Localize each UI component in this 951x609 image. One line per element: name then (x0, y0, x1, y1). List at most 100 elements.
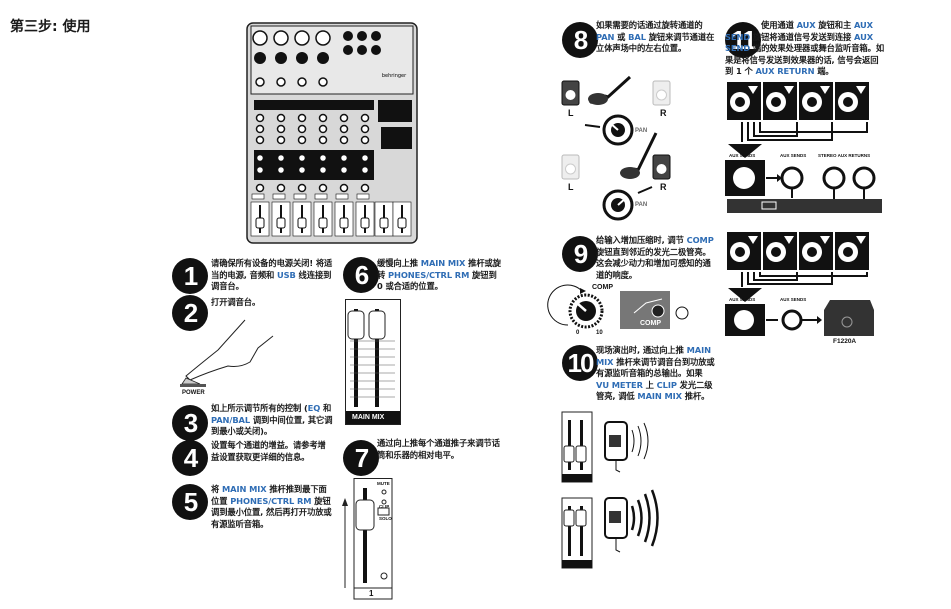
channel-knob-icon (318, 165, 328, 175)
fader-knob-icon (339, 217, 349, 229)
channel-knob-icon (318, 113, 328, 123)
step-2-text: 打开调音台。 (211, 297, 333, 309)
channel-knob-icon (318, 183, 328, 193)
channel-knob-icon (339, 183, 349, 193)
step-text-segment: 请确保所有设备的电源关闭! 将适当的电源, 音频和 (211, 258, 333, 280)
highlighted-term: PAN/BAL (211, 414, 251, 425)
fader-knob-icon (379, 217, 389, 229)
channel-knob-icon (255, 183, 265, 193)
jack-input-icon (371, 31, 381, 41)
highlighted-term: AUX SEND (725, 20, 873, 42)
step-text-segment: 使用通道 (761, 20, 797, 30)
right-label-1: R (660, 108, 667, 118)
step-1-text: 请确保所有设备的电源关闭! 将适当的电源, 音频和 USB 线连接到调音台。 (211, 258, 333, 293)
solo-triangle-icon (784, 86, 794, 94)
channel-knob-icon (339, 153, 349, 163)
channel-knob-icon (297, 183, 307, 193)
jack-input-icon (254, 52, 266, 64)
step-text-segment: 推杆或旋转 (377, 258, 501, 280)
speaker-model-label: F1220A (833, 338, 857, 345)
channel-knob-icon (360, 165, 370, 175)
fader-knob-icon (255, 217, 265, 229)
step-7-text: 通过向上推每个通道推子来调节话筒和乐器的相对电平。 (377, 438, 502, 461)
channel-knob-icon (360, 113, 370, 123)
jack-input-icon (357, 45, 367, 55)
solo-label: SOLO (379, 516, 392, 521)
step-text-segment: 发光二级管亮, 调低 (596, 379, 713, 402)
solo-triangle-icon (748, 86, 758, 94)
fader-knob-icon (297, 217, 307, 229)
channel-knob-icon (297, 135, 307, 145)
step-text-segment: 旋钮调到最小位置, 然后再打开功放或有源监听音箱。 (211, 495, 332, 529)
comp-knob-label: COMP (592, 284, 613, 291)
step-badge-11: 11 (725, 22, 761, 58)
step-text-segment: 端。 (814, 66, 834, 76)
step-text-segment: 端的效果处理器或舞台监听音箱。如果是将信号发送到效果器的话, 信号会返回到 1 … (725, 43, 885, 76)
highlighted-term: AUX RETURN (755, 66, 815, 76)
clip-label: CLIP (379, 504, 390, 509)
aux-effects-diagram (725, 82, 882, 336)
highlighted-term: PHONES/CTRL RM (388, 269, 470, 280)
channel-knob-icon (360, 153, 370, 163)
main-mix-label: MAIN MIX (352, 414, 385, 421)
channel-knob-icon (276, 165, 286, 175)
step-badge-9: 9 (562, 236, 598, 272)
step-text-segment: 旋钮到 0 或合适的位置。 (377, 269, 497, 292)
highlighted-term: AUX SEND (725, 31, 874, 54)
channel-knob-icon (276, 183, 286, 193)
channel-button-icon (314, 193, 328, 200)
solo-triangle-icon (856, 236, 866, 244)
jack-input-icon (371, 45, 381, 55)
channel-knob-icon (318, 135, 328, 145)
step-badge-8: 8 (562, 22, 598, 58)
step-text-segment: 推杆来调节调音台到功放或有源监听音箱的总输出。如果 (596, 356, 715, 379)
stereo-aux-returns-label: STEREO AUX RETURNS (818, 153, 871, 158)
channel-knob-icon (276, 113, 286, 123)
jack-input-icon (275, 52, 287, 64)
aux-sends-label-2: AUX SENDS (780, 153, 807, 158)
channel-knob-icon (276, 135, 286, 145)
step-text-segment: 推杆推到最下面位置 (211, 484, 327, 506)
right-label-2: R (660, 182, 667, 192)
channel-knob-icon (255, 135, 265, 145)
step-text-segment: 和 (320, 403, 332, 413)
highlighted-term: BAL (628, 31, 646, 42)
aux-sends-label-4: AUX SENDS (780, 297, 807, 302)
main-mix-speaker-diagram (561, 411, 659, 569)
solo-triangle-icon (856, 86, 866, 94)
channel-knob-icon (276, 153, 286, 163)
step-text-segment: 打开调音台。 (211, 297, 261, 307)
step-text-segment: 推杆。 (681, 391, 710, 401)
jack-input-icon (343, 31, 353, 41)
step-text-segment: 线连接到调音台。 (211, 269, 332, 292)
step-8-text: 如果需要的话通过旋转通道的 PAN 或 BAL 旋钮来调节通道在立体声场中的左右… (596, 20, 716, 55)
step-badge-7: 7 (343, 440, 379, 476)
step-text-segment: 调到中间位置, 其它调到最小或关闭)。 (211, 414, 333, 437)
highlighted-term: MAIN MIX (637, 391, 682, 401)
step-text-segment: 上 (642, 379, 657, 390)
channel-knob-icon (339, 135, 349, 145)
step-text-segment: 给输入增加压缩时, 调节 (596, 235, 687, 245)
highlighted-term: EQ (307, 403, 321, 413)
step-11-text: 使用通道 AUX 旋钮和主 AUX SEND 旋钮将通道信号发送到连接 AUX … (725, 20, 885, 78)
jack-input-icon (296, 52, 308, 64)
brand-logo: behringer (382, 73, 407, 79)
pan-diagram (561, 75, 671, 221)
highlighted-term: AUX (796, 20, 816, 30)
step-text-segment: 现场演出时, 通过向上推 (596, 345, 687, 355)
comp-min-label: 0 (576, 330, 580, 336)
step-badge-5: 5 (172, 484, 208, 520)
step-badge-10: 10 (562, 345, 598, 381)
channel-knob-icon (360, 183, 370, 193)
step-text-segment: 旋钮将通道信号发送到连接 (750, 31, 855, 42)
step-badge-3: 3 (172, 405, 208, 441)
power-label: POWER (182, 390, 205, 396)
comp-max-label: 10 (596, 330, 603, 336)
xlr-input-icon (315, 30, 331, 46)
hand-pressing-power-icon (180, 319, 274, 387)
step-5-text: 将 MAIN MIX 推杆推到最下面位置 PHONES/CTRL RM 旋钮调到… (211, 484, 333, 530)
channel-button-icon (335, 193, 349, 200)
aux-sends-label-3: AUX SENDS (729, 297, 756, 302)
highlighted-term: VU METER (596, 379, 643, 390)
comp-panel-label: COMP (640, 320, 661, 327)
